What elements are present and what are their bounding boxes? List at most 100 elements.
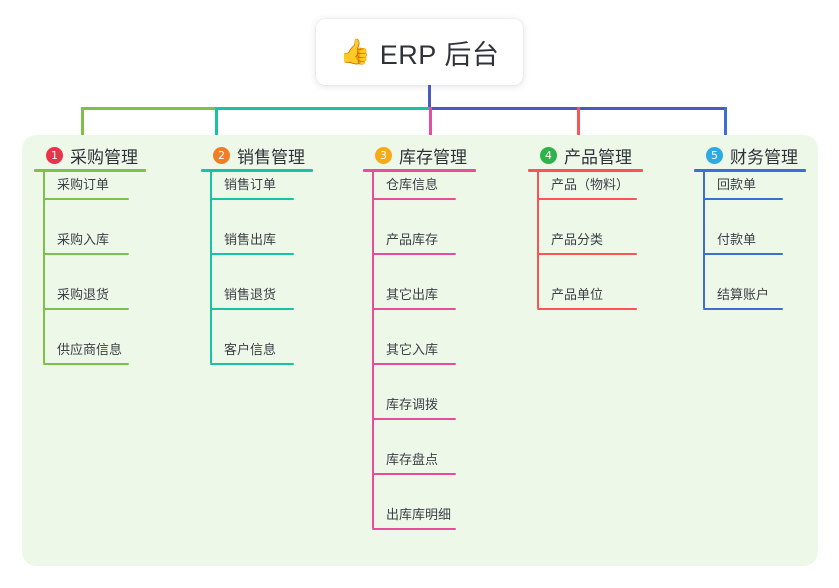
leaf-item[interactable]: 库存盘点	[372, 449, 456, 475]
branch-number-badge: 5	[706, 146, 723, 164]
leaf-item[interactable]: 产品单位	[537, 284, 637, 310]
leaf-item[interactable]: 供应商信息	[43, 339, 129, 365]
leaf-rule	[537, 253, 637, 255]
leaf-rule	[372, 473, 456, 475]
branch-column-2: 2 销售管理销售订单销售出库销售退货客户信息	[201, 144, 313, 365]
leaf-rule	[537, 198, 637, 200]
branch-header-rule	[34, 169, 146, 172]
leaf-rule	[703, 253, 783, 255]
branch-header-rule	[694, 169, 806, 172]
leaf-item[interactable]: 出库库明细	[372, 504, 456, 530]
branch-spine	[537, 169, 539, 308]
leaf-rule	[210, 363, 294, 365]
leaf-rule	[43, 253, 129, 255]
leaf-item[interactable]: 结算账户	[703, 284, 783, 310]
leaf-label: 采购退货	[57, 287, 110, 302]
branch-column-4: 4 产品管理产品（物料） 产品分类产品单位	[528, 144, 643, 310]
branch-number-badge: 2	[213, 146, 230, 164]
drop-5	[724, 107, 727, 146]
leaf-rule	[210, 253, 294, 255]
leaf-rule	[372, 253, 456, 255]
leaf-item[interactable]: 产品库存	[372, 229, 456, 255]
leaf-item[interactable]: 库存调拨	[372, 394, 456, 420]
leaf-label: 其它出库	[386, 287, 439, 302]
leaf-label: 库存盘点	[386, 452, 439, 467]
root-title: ERP 后台	[379, 39, 500, 70]
leaf-label: 产品（物料）	[551, 177, 630, 192]
leaf-item[interactable]: 销售订单	[210, 174, 294, 200]
leaf-item[interactable]: 其它入库	[372, 339, 456, 365]
drop-3	[429, 107, 432, 146]
leaf-item[interactable]: 采购退货	[43, 284, 129, 310]
drop-1	[81, 107, 84, 146]
leaf-rule	[372, 363, 456, 365]
leaf-item[interactable]: 客户信息	[210, 339, 294, 365]
drop-4	[577, 107, 580, 146]
leaf-label: 销售订单	[224, 177, 277, 192]
leaf-rule	[210, 198, 294, 200]
branch-title: 产品管理	[564, 147, 632, 167]
branch-spine	[43, 169, 45, 363]
leaf-item[interactable]: 产品（物料）	[537, 174, 637, 200]
leaf-rule	[43, 308, 129, 310]
branch-title: 销售管理	[237, 147, 305, 167]
leaf-item[interactable]: 采购入库	[43, 229, 129, 255]
leaf-item[interactable]: 采购订单	[43, 174, 129, 200]
branch-header-rule	[528, 169, 643, 172]
leaf-rule	[43, 363, 129, 365]
branch-spine	[210, 169, 212, 363]
leaf-item[interactable]: 回款单	[703, 174, 783, 200]
leaf-item[interactable]: 付款单	[703, 229, 783, 255]
bus-teal	[215, 107, 430, 110]
leaf-item[interactable]: 销售出库	[210, 229, 294, 255]
branch-header-rule	[363, 169, 476, 172]
leaf-label: 产品分类	[551, 232, 604, 247]
leaf-rule	[372, 308, 456, 310]
leaf-label: 其它入库	[386, 342, 439, 357]
branch-header-1[interactable]: 1 采购管理	[34, 144, 138, 167]
leaf-label: 出库库明细	[386, 507, 452, 522]
leaf-label: 库存调拨	[386, 397, 439, 412]
leaf-label: 销售退货	[224, 287, 277, 302]
leaf-label: 采购订单	[57, 177, 110, 192]
branch-header-2[interactable]: 2 销售管理	[201, 144, 305, 167]
leaf-item[interactable]: 销售退货	[210, 284, 294, 310]
leaf-rule	[537, 308, 637, 310]
branch-number-badge: 1	[46, 146, 63, 164]
bus-green	[81, 107, 216, 110]
thumbs-up-icon: 👍	[339, 37, 371, 66]
drop-2	[215, 107, 218, 146]
leaf-label: 仓库信息	[386, 177, 439, 192]
leaf-rule	[210, 308, 294, 310]
leaf-item[interactable]: 产品分类	[537, 229, 637, 255]
branches-panel	[22, 135, 818, 566]
leaf-item[interactable]: 其它出库	[372, 284, 456, 310]
leaf-label: 结算账户	[717, 287, 770, 302]
leaf-rule	[703, 308, 783, 310]
root-stem	[428, 85, 431, 109]
leaf-label: 产品库存	[386, 232, 439, 247]
leaf-rule	[372, 528, 456, 530]
leaf-rule	[43, 198, 129, 200]
branch-number-badge: 4	[540, 146, 557, 164]
leaf-rule	[372, 418, 456, 420]
leaf-rule	[372, 198, 456, 200]
leaf-label: 采购入库	[57, 232, 110, 247]
leaf-rule	[703, 198, 783, 200]
leaf-label: 销售出库	[224, 232, 277, 247]
leaf-item[interactable]: 仓库信息	[372, 174, 456, 200]
leaf-label: 回款单	[717, 177, 757, 192]
root-node[interactable]: 👍 ERP 后台	[316, 19, 523, 85]
branch-spine	[372, 169, 374, 528]
branch-header-4[interactable]: 4 产品管理	[528, 144, 632, 167]
branch-title: 采购管理	[70, 147, 138, 167]
branch-title: 库存管理	[399, 147, 467, 167]
leaf-label: 产品单位	[551, 287, 604, 302]
leaf-label: 付款单	[717, 232, 757, 247]
branch-spine	[703, 169, 705, 308]
branch-header-rule	[201, 169, 313, 172]
